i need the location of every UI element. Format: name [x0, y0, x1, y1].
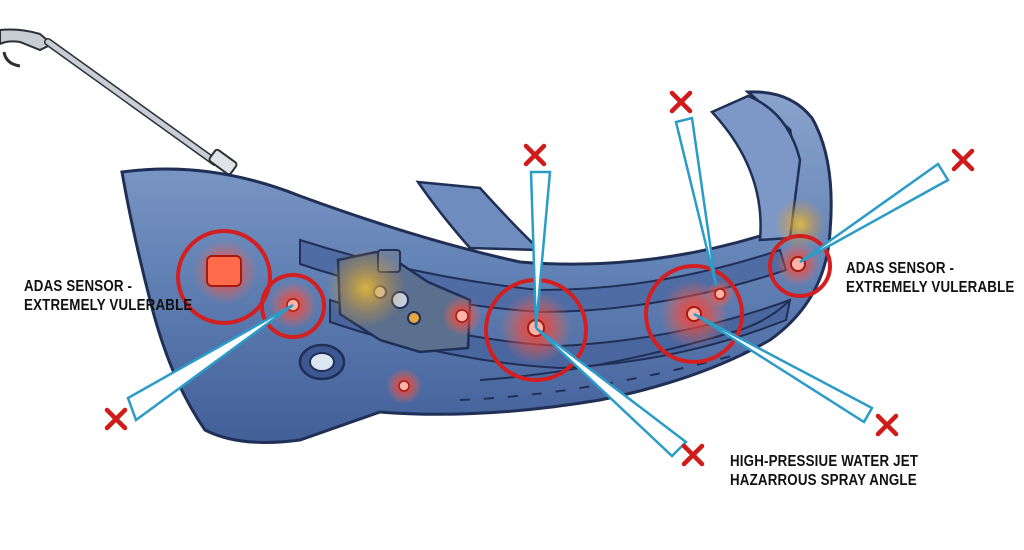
label-line: ADAS SENSOR - — [24, 277, 192, 296]
hazard-x-icon — [954, 151, 972, 169]
hazard-x-icon — [684, 446, 702, 464]
label-line: HIGH-PRESSIUE WATER JET — [730, 452, 918, 471]
pressure-washer-wand-icon — [0, 30, 238, 176]
adas-sensor-right-label: ADAS SENSOR - EXTREMELY VULERABLE — [846, 259, 1014, 297]
adas-sensor-left-label: ADAS SENSOR - EXTREMELY VULERABLE — [24, 277, 192, 315]
label-line: HAZARROUS SPRAY ANGLE — [730, 471, 918, 490]
hazard-x-icon — [107, 410, 125, 428]
water-jet-label: HIGH-PRESSIUE WATER JET HAZARROUS SPRAY … — [730, 452, 918, 490]
hazard-x-icon — [672, 93, 690, 111]
label-line: EXTREMELY VULERABLE — [24, 296, 192, 315]
hazard-x-icon — [526, 146, 544, 164]
label-line: EXTREMELY VULERABLE — [846, 278, 1014, 297]
adas-sensor-left-icon — [207, 256, 241, 286]
hazard-x-icon — [878, 416, 896, 434]
label-line: ADAS SENSOR - — [846, 259, 1014, 278]
